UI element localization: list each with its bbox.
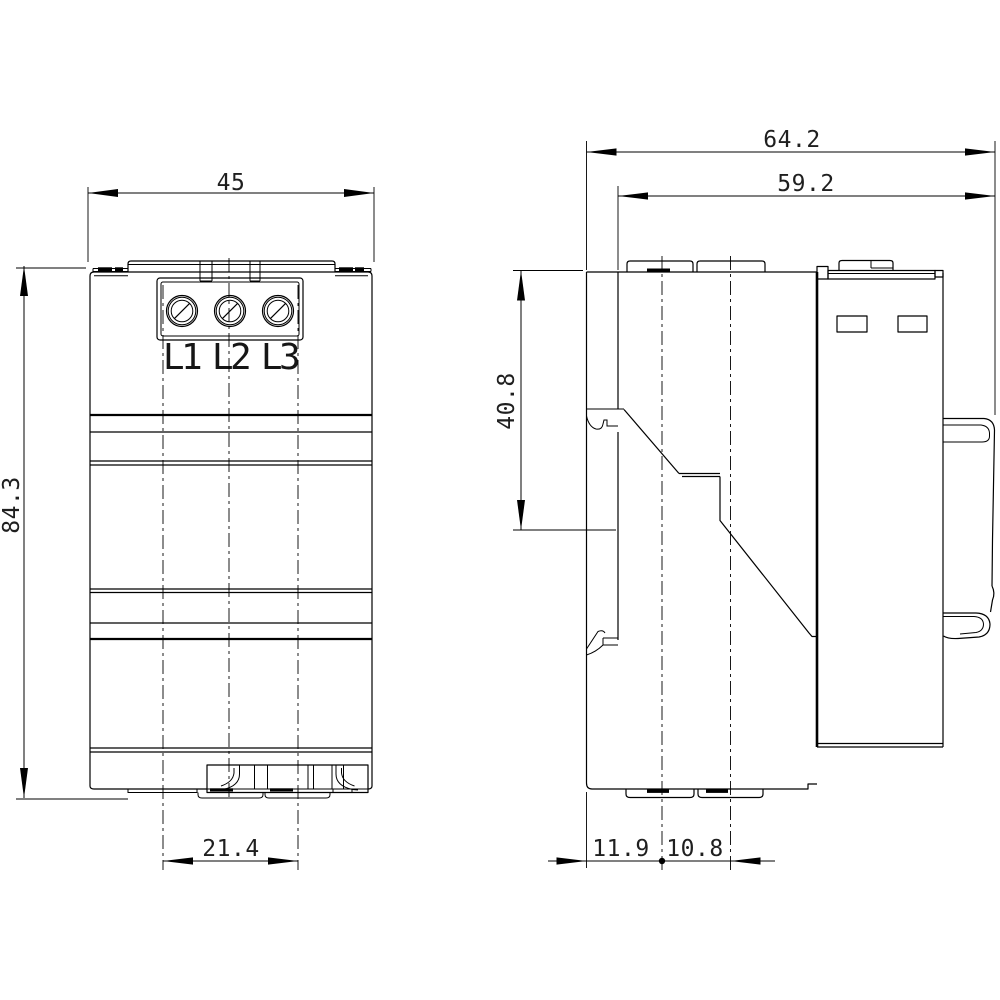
dim-terminal-span: 21.4 xyxy=(163,836,298,865)
front-body-outline xyxy=(89,271,373,786)
side-body-outline xyxy=(585,271,944,790)
dim-upper-height: 40.8 xyxy=(494,270,616,531)
dim-text-64-2: 64.2 xyxy=(763,127,820,153)
dim-overall-depth: 64.2 xyxy=(586,127,996,415)
front-ribs xyxy=(90,431,372,753)
front-ribs-thick xyxy=(90,413,372,641)
terminal-label-l3: L3 xyxy=(261,337,298,378)
side-center-lines xyxy=(661,256,731,870)
front-view: L1 L2 L3 xyxy=(89,258,373,870)
side-top-detail xyxy=(626,259,944,280)
din-rail-clip xyxy=(943,417,996,640)
dim-overall-width: 45 xyxy=(87,170,375,262)
dim-text-40-8: 40.8 xyxy=(494,372,520,429)
front-terminal-housing xyxy=(127,260,336,282)
dim-text-84-3: 84.3 xyxy=(0,476,25,533)
side-vent-slots xyxy=(836,315,928,333)
side-view xyxy=(585,256,996,870)
front-ear-tabs xyxy=(92,267,372,272)
side-bottom-feet xyxy=(625,789,764,799)
dim-text-11-9: 11.9 xyxy=(592,836,649,862)
front-bottom-detail xyxy=(127,764,369,799)
terminal-screw-l3 xyxy=(261,294,295,328)
dim-text-45: 45 xyxy=(217,170,246,196)
dim-text-10-8: 10.8 xyxy=(666,836,723,862)
terminal-screw-l1 xyxy=(165,294,199,328)
dim-body-depth: 59.2 xyxy=(617,171,995,270)
dim-text-21-4: 21.4 xyxy=(202,836,259,862)
terminal-screw-l2 xyxy=(213,294,247,328)
terminal-label-l1: L1 xyxy=(163,337,201,378)
front-terminal-block xyxy=(156,277,304,341)
dim-text-59-2: 59.2 xyxy=(777,171,834,197)
terminal-label-l2: L2 xyxy=(212,337,249,378)
dim-dot-marker xyxy=(658,857,666,865)
dim-foot-positions: 11.9 10.8 xyxy=(548,792,775,868)
dim-overall-height: 84.3 xyxy=(0,266,128,800)
front-center-lines xyxy=(162,258,299,870)
